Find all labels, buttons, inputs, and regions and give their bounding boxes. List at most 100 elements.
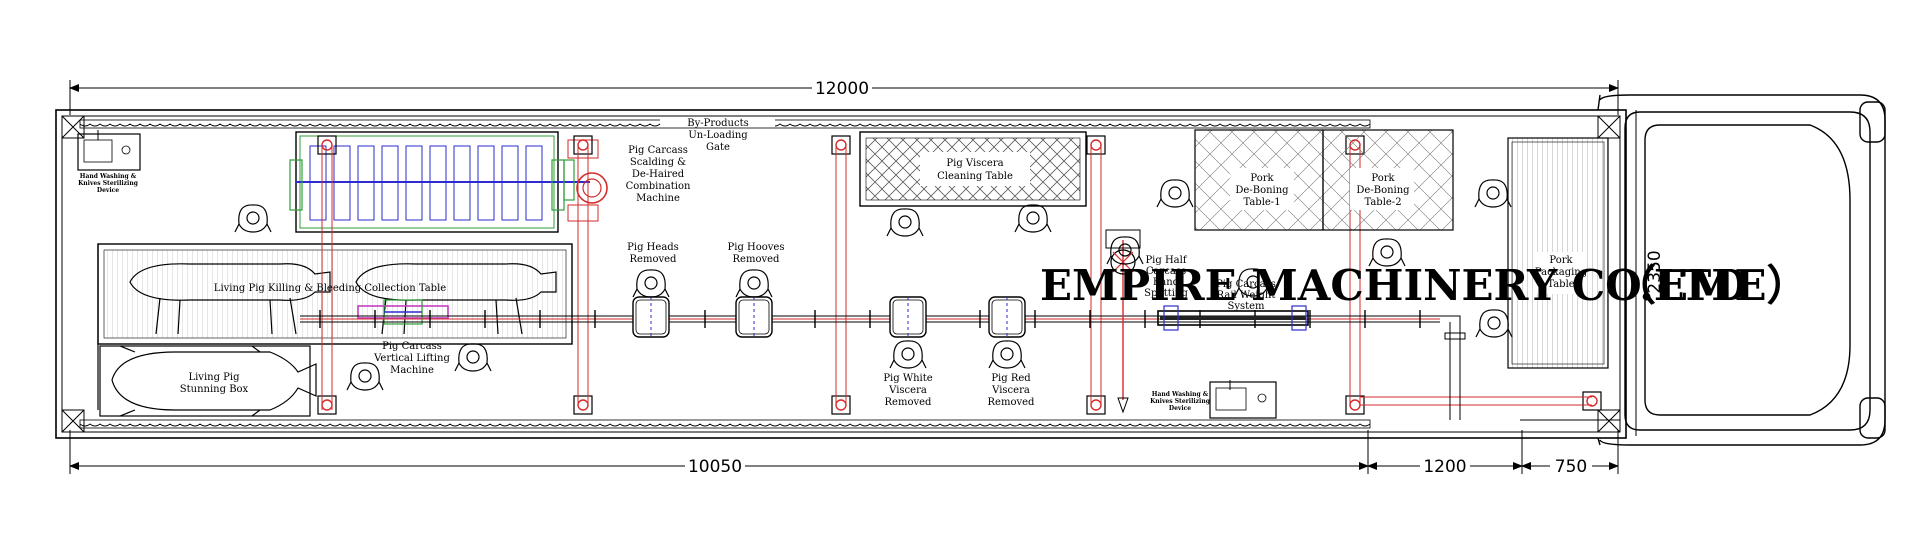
label-line: Viscera	[991, 385, 1030, 396]
label-line: Machine	[390, 365, 434, 376]
support-post	[317, 395, 337, 415]
label-line: Removed	[885, 397, 933, 408]
deboning-table-2	[1322, 129, 1454, 231]
label-line: Packaging	[1535, 267, 1588, 278]
dim-width: 2350	[1645, 250, 1665, 293]
label-line: Pig Carcass	[1216, 279, 1276, 290]
label-line: Knives Sterilizing	[1150, 398, 1211, 405]
dim-section-b: 1200	[1423, 457, 1466, 477]
support-post	[831, 395, 851, 415]
label-line: Band	[1153, 277, 1180, 288]
label-line: Combination	[626, 181, 691, 192]
dim-overall-length: 12000	[815, 79, 869, 99]
label-line: De-Boning	[1235, 185, 1289, 196]
deboning-table-1	[1194, 129, 1324, 231]
label-line: Gate	[706, 142, 730, 153]
packaging-table	[1507, 137, 1609, 369]
dim-section-a: 10050	[688, 457, 742, 477]
label-line: Removed	[630, 254, 678, 265]
label-line: Pork	[1371, 173, 1395, 184]
truck-cab	[1597, 94, 1886, 446]
support-post	[831, 135, 851, 155]
label-line: System	[1227, 301, 1265, 312]
label-line: Pig Heads	[627, 242, 679, 253]
rail-posts	[300, 135, 1602, 420]
support-post	[573, 135, 593, 155]
label-line: Pig White	[883, 373, 932, 384]
support-post	[1086, 135, 1106, 155]
label-killing-table: Living Pig Killing & Bleeding Collection…	[214, 283, 446, 294]
support-post	[573, 395, 593, 415]
label-line: Pig Half	[1145, 255, 1187, 266]
support-post	[1086, 395, 1106, 415]
label-line: By-Products	[687, 118, 749, 129]
dim-section-c: 750	[1555, 457, 1587, 477]
company-watermark: EMPIRE MACHINERY CO.LTD （EME）	[1040, 261, 1809, 310]
bottom-dimension: 10050 1200 750	[69, 430, 1619, 477]
stunning-box	[99, 345, 317, 417]
scalding-dehairing-machine	[289, 131, 608, 233]
label-line: Removed	[988, 397, 1036, 408]
watermark-abbr: （EME）	[1614, 261, 1809, 310]
label-line: Living Pig Killing & Bleeding Collection…	[214, 283, 446, 294]
hand-washing-device-right	[1209, 380, 1277, 419]
label-line: Stunning Box	[180, 384, 249, 395]
label-line: Device	[1169, 405, 1191, 412]
label-line: Living Pig	[188, 372, 240, 383]
label-line: Hand Washing &	[1152, 391, 1209, 398]
label-line: Carcass	[1146, 266, 1186, 277]
label-line: Splitting	[1144, 288, 1188, 299]
label-line: Table	[1547, 279, 1574, 290]
label-line: De-Boning	[1356, 185, 1410, 196]
label-line: Removed	[733, 254, 781, 265]
label-line: Knives Sterilizing	[78, 180, 139, 187]
container	[55, 109, 1627, 439]
label-line: Pig Viscera	[946, 158, 1003, 169]
label-line: Table-2	[1364, 197, 1401, 208]
label-line: Un-Loading	[688, 130, 748, 141]
label-line: Device	[97, 187, 119, 194]
label-line: Vertical Lifting	[373, 353, 450, 364]
hand-washing-device-left	[77, 130, 141, 171]
label-line: Scalding &	[630, 157, 686, 168]
label-line: Pig Hooves	[728, 242, 785, 253]
support-post	[1582, 391, 1602, 411]
top-dimension: 12000	[69, 78, 1619, 115]
label-line: Pork	[1250, 173, 1274, 184]
label-line: Rail Weight	[1217, 290, 1276, 301]
label-line: Machine	[636, 193, 680, 204]
support-post	[317, 135, 337, 155]
width-dimension: 2350	[1635, 110, 1665, 436]
label-line: De-Haired	[632, 169, 685, 180]
label-line: Table-1	[1243, 197, 1280, 208]
collection-bins	[632, 296, 1026, 338]
label-line: Cleaning Table	[937, 171, 1013, 182]
label-line: Pork	[1549, 255, 1573, 266]
label-line: Pig Carcass	[628, 145, 688, 156]
label-line: Pig Red	[991, 373, 1031, 384]
label-line: Pig Carcass	[382, 341, 442, 352]
killing-bleeding-table	[97, 243, 573, 410]
label-line: Hand Washing &	[80, 173, 137, 180]
viscera-cleaning-table	[859, 131, 1087, 207]
label-line: Viscera	[888, 385, 927, 396]
watermark-company: EMPIRE MACHINERY CO.LTD	[1040, 261, 1748, 310]
